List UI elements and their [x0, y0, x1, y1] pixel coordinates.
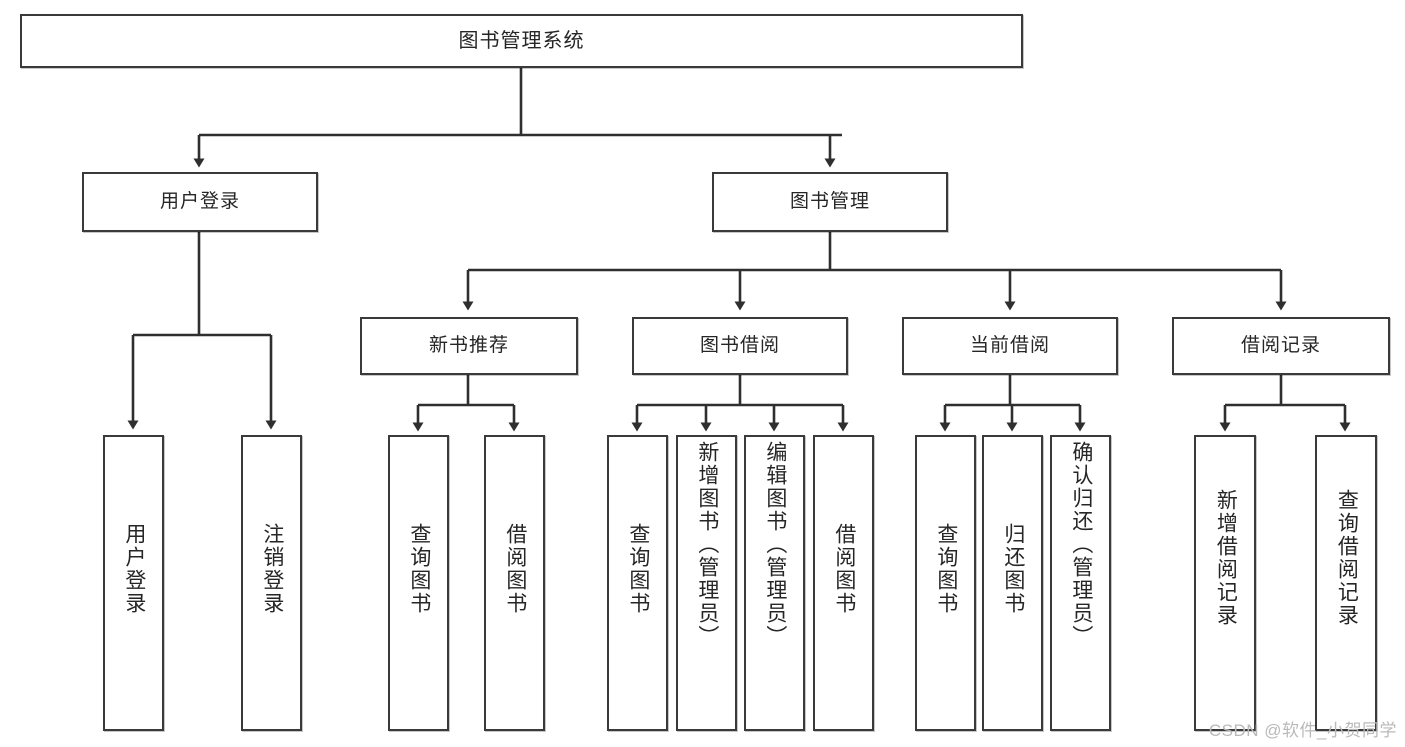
node-label: 编辑图书（管理员）	[763, 441, 787, 648]
node-book-borrow[interactable]: 图书借阅	[632, 317, 848, 375]
node-book-manage[interactable]: 图书管理	[712, 172, 948, 232]
node-label: 新书推荐	[428, 334, 509, 356]
node-label: 查询图书	[934, 523, 958, 615]
node-label: 图书管理系统	[458, 30, 585, 52]
node-current-borrow[interactable]: 当前借阅	[902, 317, 1118, 375]
node-label: 确认归还（管理员）	[1069, 441, 1093, 648]
node-label: 查询借阅记录	[1335, 489, 1359, 627]
leaf-confirm-return[interactable]: 确认归还（管理员）	[1050, 435, 1111, 731]
leaf-query-borrow-record[interactable]: 查询借阅记录	[1315, 435, 1377, 731]
node-label: 用户登录	[122, 523, 146, 615]
node-label: 注销登录	[260, 523, 284, 615]
node-label: 借阅记录	[1240, 334, 1321, 356]
node-label: 查询图书	[626, 523, 650, 615]
leaf-return-book[interactable]: 归还图书	[982, 435, 1043, 731]
node-label: 借阅图书	[832, 523, 856, 615]
leaf-add-borrow-record[interactable]: 新增借阅记录	[1194, 435, 1256, 731]
node-label: 新增图书（管理员）	[695, 441, 719, 648]
leaf-logout[interactable]: 注销登录	[241, 435, 302, 731]
node-user-login[interactable]: 用户登录	[82, 172, 318, 232]
node-borrow-record[interactable]: 借阅记录	[1172, 317, 1390, 375]
node-label: 图书借阅	[699, 334, 780, 356]
leaf-borrow-book-1[interactable]: 借阅图书	[484, 435, 545, 731]
leaf-query-book-1[interactable]: 查询图书	[388, 435, 449, 731]
leaf-query-book-3[interactable]: 查询图书	[915, 435, 976, 731]
leaf-add-book[interactable]: 新增图书（管理员）	[676, 435, 737, 731]
node-label: 图书管理	[789, 190, 870, 212]
node-new-book-recommend[interactable]: 新书推荐	[360, 317, 578, 375]
node-label: 归还图书	[1001, 523, 1025, 615]
node-label: 查询图书	[407, 523, 431, 615]
leaf-query-book-2[interactable]: 查询图书	[607, 435, 668, 731]
node-label: 借阅图书	[503, 523, 527, 615]
csdn-watermark: CSDN @软件_小贺同学	[1208, 721, 1397, 740]
node-label: 新增借阅记录	[1214, 489, 1238, 627]
leaf-borrow-book-2[interactable]: 借阅图书	[813, 435, 874, 731]
node-label: 用户登录	[159, 190, 240, 212]
leaf-edit-book[interactable]: 编辑图书（管理员）	[744, 435, 805, 731]
node-root-system[interactable]: 图书管理系统	[20, 14, 1023, 68]
leaf-user-login[interactable]: 用户登录	[103, 435, 164, 731]
node-label: 当前借阅	[969, 334, 1050, 356]
